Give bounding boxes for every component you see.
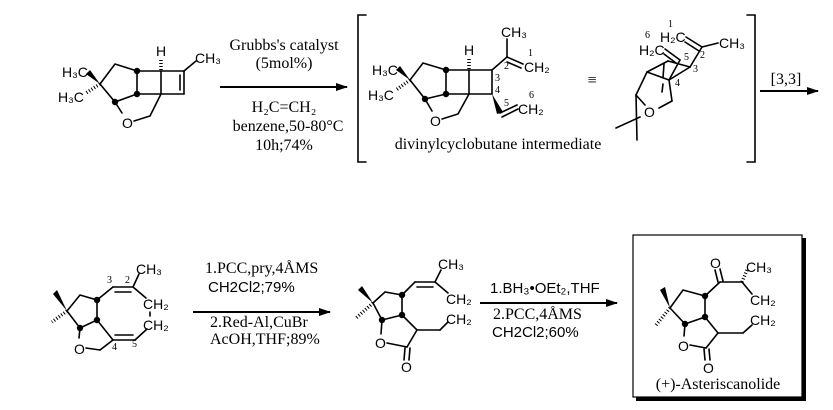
- condition-text: 1.BH₃•OEt₂,THF: [490, 280, 600, 297]
- atom-number: 3: [693, 64, 698, 75]
- atom-number: 3: [495, 73, 500, 84]
- atom-number: 1: [528, 48, 533, 59]
- methylene-label: CH₂: [446, 311, 472, 327]
- methyl-label: CH₃: [719, 35, 745, 51]
- atom-number: 2: [125, 275, 130, 286]
- methyl-label: H₃C: [368, 87, 394, 103]
- step2-arrow: [3,3]: [760, 71, 819, 95]
- divinylcyclobutane-intermediate: H₃C H₃C H CH₃ CH₂ CH₂ O 1 2 3 4 5 6 divi…: [368, 24, 601, 153]
- methyl-label: H₃C: [62, 64, 88, 80]
- methyl-label: H₃C: [58, 89, 84, 105]
- atom-number: 4: [112, 342, 117, 353]
- condition-text: Grubbs's catalyst: [229, 37, 339, 54]
- hydrogen-label: H: [156, 43, 166, 59]
- atom-number: 4: [675, 78, 680, 89]
- step1-arrow: Grubbs's catalyst (5mol%) H₂C=CH₂ benzen…: [220, 37, 348, 154]
- atom-number: 6: [529, 90, 534, 101]
- condition-text: 10h;74%: [255, 137, 313, 154]
- atom-number: 5: [132, 339, 137, 350]
- condition-text: AcOH,THF;89%: [210, 331, 320, 348]
- atom-number: 2: [700, 50, 705, 61]
- methyl-label: CH₃: [438, 256, 464, 272]
- lactone-intermediate: CH₃ CH₂ CH₂ O O: [354, 256, 472, 375]
- methylene-label: CH₂: [750, 312, 776, 328]
- cyclooctadiene-product: CH₃ CH₂ CH₂ O 3 2 4 5: [50, 261, 169, 357]
- product-name: (+)-Asteriscanolide: [656, 376, 781, 393]
- intermediate-3d-view: H₂C H₂C CH₃ O 1 2 3 4 5 6: [615, 19, 745, 141]
- atom-number: 1: [668, 19, 673, 30]
- methyl-label: CH₃: [746, 259, 772, 275]
- starting-material: H₃C H₃C H CH₃ O: [58, 43, 221, 131]
- methylene-label: CH₂: [446, 291, 472, 307]
- atom-number: 5: [684, 52, 689, 63]
- left-bracket: [357, 14, 367, 163]
- condition-text: [3,3]: [771, 71, 802, 88]
- atom-number: 5: [504, 98, 509, 109]
- methyl-label: CH₃: [136, 261, 162, 277]
- condition-text: 2.PCC,4ÅMS: [493, 305, 582, 323]
- atom-number: 3: [107, 275, 112, 286]
- hydrogen-label: H: [464, 42, 474, 58]
- oxygen-label: O: [122, 115, 133, 131]
- oxygen-label: O: [401, 359, 412, 375]
- oxygen-label: O: [703, 360, 714, 376]
- oxygen-label: O: [710, 255, 721, 271]
- oxygen-label: O: [678, 338, 689, 354]
- condition-text: (5mol%): [256, 55, 313, 72]
- oxygen-label: O: [74, 341, 85, 357]
- methylene-label: CH₂: [750, 292, 776, 308]
- atom-number: 4: [495, 85, 500, 96]
- condition-text: 1.PCC,pry,4ÅMS: [205, 259, 318, 277]
- equivalence-symbol: ≡: [587, 72, 596, 89]
- condition-text: H₂C=CH₂: [252, 99, 317, 116]
- step3-arrow: 1.PCC,pry,4ÅMS CH2Cl2;79% 2.Red-Al,CuBr …: [193, 259, 331, 348]
- atom-number: 2: [504, 61, 509, 72]
- oxygen-label: O: [375, 335, 386, 351]
- step4-arrow: 1.BH₃•OEt₂,THF 2.PCC,4ÅMS CH2Cl2;60%: [480, 280, 618, 341]
- condition-text: CH2Cl2;79%: [208, 279, 295, 296]
- methylene-label: CH₂: [518, 101, 544, 117]
- methyl-label: CH₃: [195, 50, 221, 66]
- methylene-label: CH₂: [143, 317, 169, 333]
- condition-text: benzene,50-80°C: [233, 118, 344, 135]
- right-bracket: [746, 14, 756, 163]
- methyl-label: H₃C: [372, 62, 398, 78]
- methylene-label: CH₂: [524, 59, 550, 75]
- methylene-label: H₂C: [639, 42, 665, 58]
- intermediate-label: divinylcyclobutane intermediate: [395, 136, 602, 153]
- condition-text: 2.Red-Al,CuBr: [210, 314, 308, 331]
- oxygen-label: O: [430, 113, 441, 129]
- methylene-label: CH₂: [143, 296, 169, 312]
- atom-number: 6: [645, 30, 650, 41]
- methylene-label: H₂C: [660, 29, 686, 45]
- product-box: O CH₃ CH₂ CH₂ O O (+)-Asteriscanolide: [632, 234, 806, 401]
- condition-text: CH2Cl2;60%: [492, 324, 579, 341]
- oxygen-label: O: [644, 104, 655, 120]
- methyl-label: CH₃: [501, 24, 527, 40]
